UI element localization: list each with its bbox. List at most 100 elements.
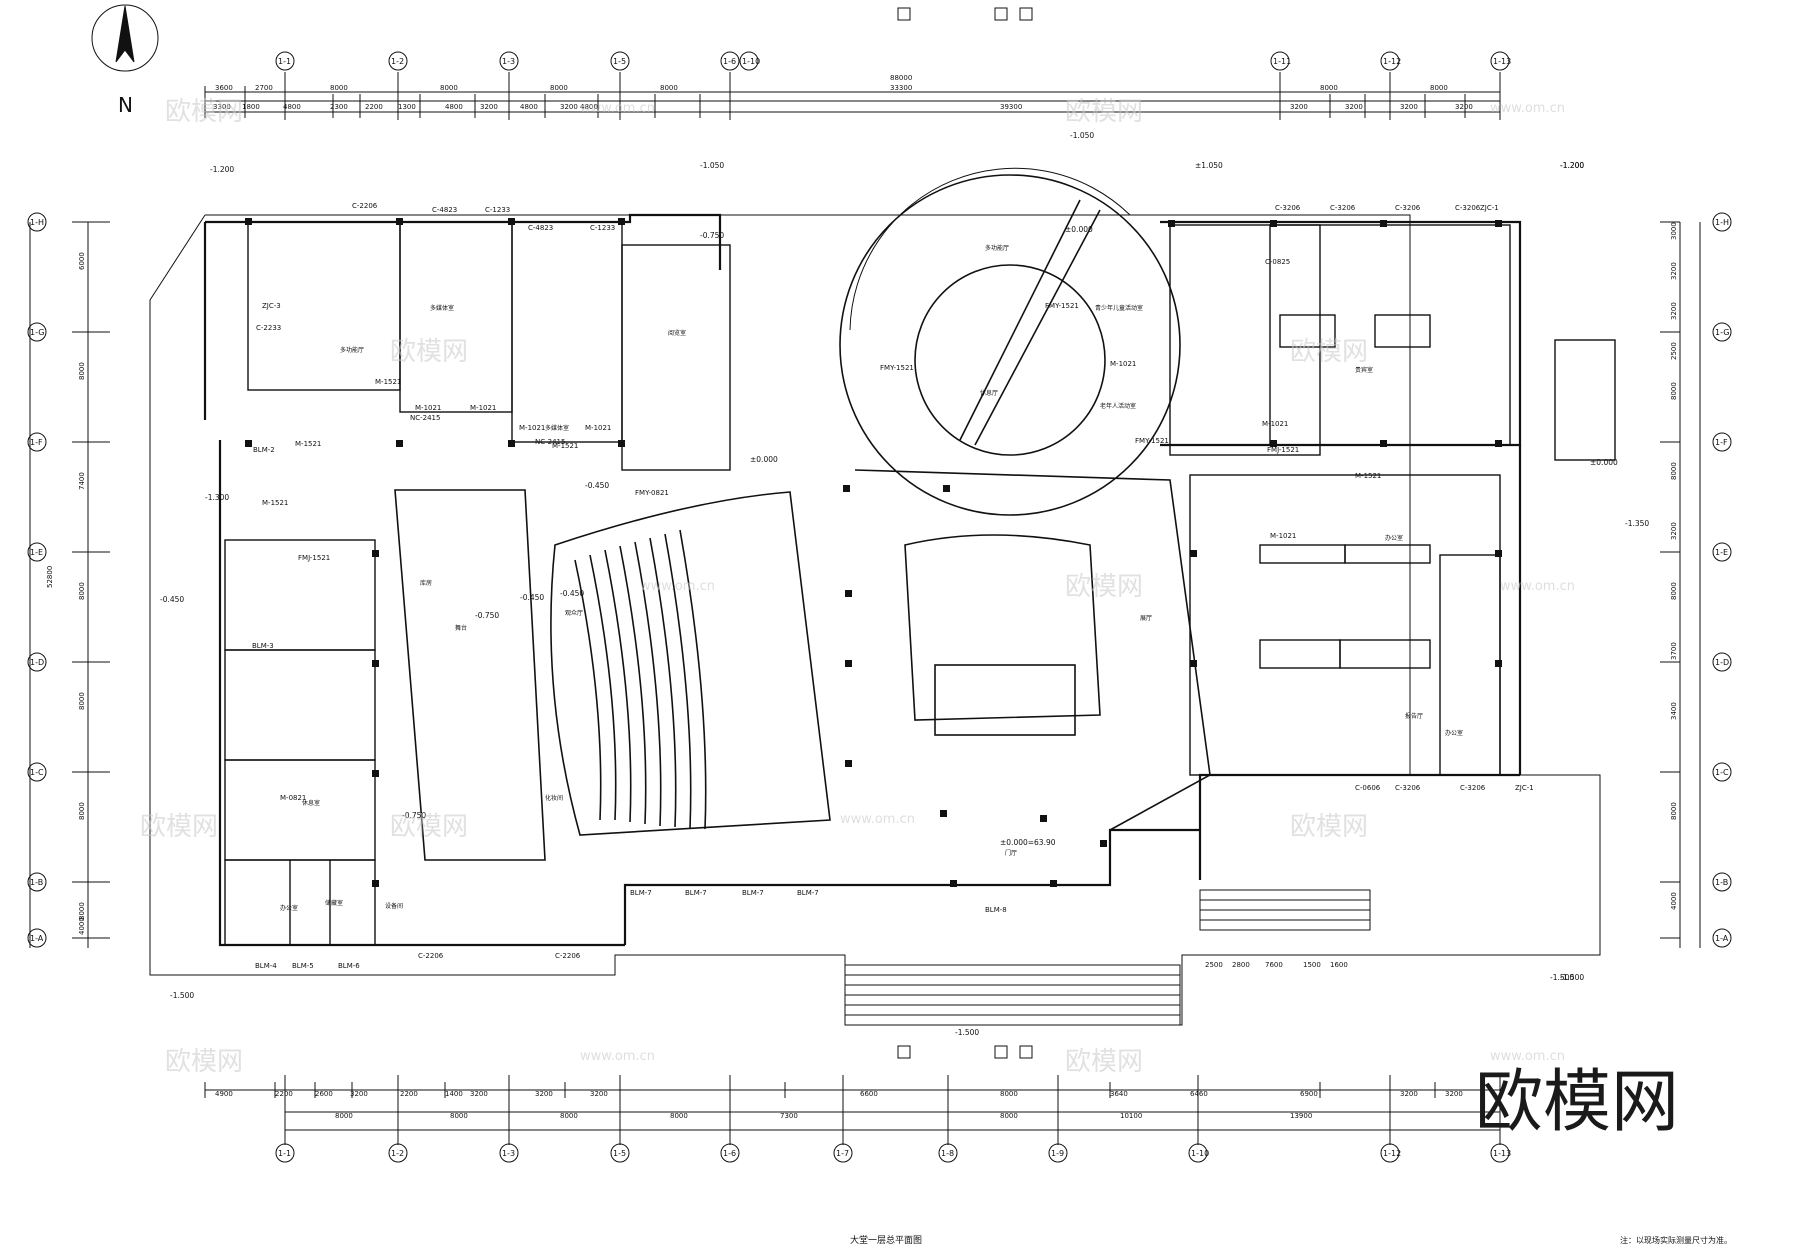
dimension-text: 2500 [1670, 342, 1678, 360]
dimension-text: 8000 [78, 802, 86, 820]
axis-label-left: 1-C [30, 768, 44, 777]
level-mark: -0.450 [560, 589, 584, 598]
watermark-layer: 欧模网 www.om.cn 欧模网 www.om.cn 欧模网 欧模网 欧模网 … [140, 97, 1679, 1142]
dimension-text: 1800 [242, 103, 260, 111]
watermark-url: www.om.cn [1490, 1049, 1565, 1064]
dimension-text: 3600 [215, 84, 233, 92]
total-height-dim: 52800 [46, 566, 54, 588]
door-code: C-3206 [1395, 784, 1421, 792]
room-name: 老年人活动室 [1100, 402, 1136, 410]
top-dimension-lines [204, 72, 1501, 120]
door-code: C-2206 [418, 952, 444, 960]
dimension-text: 2800 [1232, 961, 1250, 969]
level-mark: -0.750 [700, 231, 724, 240]
dimension-text: 8000 [550, 84, 568, 92]
dimension-text: 8000 [1430, 84, 1448, 92]
door-code: NC-2415 [410, 414, 440, 422]
axis-label-right: 1-E [1715, 548, 1728, 557]
watermark-url: www.om.cn [840, 812, 915, 827]
dimension-text: 3640 [1110, 1090, 1128, 1098]
axis-label-bottom: 1-13 [1493, 1149, 1511, 1158]
dimension-text: 3700 [1670, 642, 1678, 660]
axis-label-left: 1-A [30, 934, 44, 943]
watermark-logo: 欧模网 [390, 337, 468, 367]
door-code: M-1021 [1110, 360, 1136, 368]
door-code: C-0825 [1265, 258, 1290, 266]
dimension-text: 6460 [1190, 1090, 1208, 1098]
dimension-text: 3400 [1670, 702, 1678, 720]
axis-label-left: 1-H [30, 218, 44, 227]
door-code: BLM-7 [797, 889, 819, 897]
door-code: BLM-7 [742, 889, 764, 897]
dimension-text: 3000 [1670, 222, 1678, 240]
dimension-text: 39300 [1000, 103, 1022, 111]
dimension-text: 1300 [398, 103, 416, 111]
door-code: C-3206 [1455, 204, 1481, 212]
dimension-text: 7600 [1265, 961, 1283, 969]
dimension-text: 4000 [78, 917, 86, 935]
dimension-text: 2300 [330, 103, 348, 111]
room-name: 青少年儿童活动室 [1095, 304, 1143, 312]
axis-label-top: 1-5 [613, 57, 626, 66]
dimension-text: 4800 [283, 103, 301, 111]
watermark-url: www.om.cn [580, 1049, 655, 1064]
axis-label-left: 1-G [30, 328, 44, 337]
left-wing-rooms [224, 221, 731, 946]
site-boundary [149, 214, 1601, 1026]
axis-label-bottom: 1-5 [613, 1149, 626, 1158]
right-axis-bubbles [1712, 212, 1732, 948]
dimension-text: 3200 [560, 103, 578, 111]
dimension-text: 2200 [400, 1090, 418, 1098]
watermark-logo: 欧模网 [165, 1047, 243, 1077]
axis-label-right: 1-C [1715, 768, 1729, 777]
level-mark: -1.050 [1070, 131, 1094, 140]
auditorium [394, 489, 831, 861]
axis-label-top: 1-11 [1273, 57, 1291, 66]
dimension-text: 8000 [560, 1112, 578, 1120]
door-code: FMY-1521 [880, 364, 914, 372]
axis-label-bottom: 1-7 [836, 1149, 849, 1158]
door-code: M-1521 [1355, 472, 1381, 480]
watermark-logo: 欧模网 [1290, 812, 1368, 842]
dimension-text: 4000 [1670, 892, 1678, 910]
dimension-text: 8000 [330, 84, 348, 92]
watermark-url: www.om.cn [1500, 579, 1575, 594]
room-name: 报告厅 [1405, 712, 1423, 720]
dimension-text: 2500 [1205, 961, 1223, 969]
drawing-note: 注：以现场实际测量尺寸为准。 [1620, 1235, 1732, 1245]
axis-label-right: 1-D [1715, 658, 1729, 667]
axis-label-right: 1-A [1715, 934, 1729, 943]
door-code: M-1021 [1270, 532, 1296, 540]
door-code: BLM-7 [630, 889, 652, 897]
dimension-text: 8000 [670, 1112, 688, 1120]
level-mark: -0.450 [520, 593, 544, 602]
door-code: FMY-0821 [635, 489, 669, 497]
axis-label-right: 1-F [1715, 438, 1728, 447]
door-code: C-4823 [528, 224, 553, 232]
watermark-url: www.om.cn [580, 101, 655, 116]
dimension-text: 33300 [890, 84, 912, 92]
level-mark: ±0.000 [1590, 458, 1618, 467]
dimension-text: 3200 [1400, 1090, 1418, 1098]
door-code: BLM-3 [252, 642, 274, 650]
top-axis-bubbles [275, 51, 1510, 71]
door-code: C-1233 [485, 206, 510, 214]
room-name: 储藏室 [325, 899, 343, 907]
dimension-text: 6000 [78, 252, 86, 270]
door-code: C-4823 [432, 206, 457, 214]
door-code: BLM-4 [255, 962, 277, 970]
dimension-text: 3200 [470, 1090, 488, 1098]
watermark-url: www.om.cn [640, 579, 715, 594]
dimension-text: 8000 [440, 84, 458, 92]
watermark-logo: 欧模网 [165, 97, 243, 127]
axis-label-bottom: 1-6 [723, 1149, 736, 1158]
circular-hall [839, 167, 1181, 516]
room-name: 休息室 [302, 799, 320, 807]
room-name: 多媒体室 [430, 304, 454, 312]
section-markers [897, 7, 1033, 1059]
dimension-text: 2200 [365, 103, 383, 111]
dimension-text: 3200 [1670, 302, 1678, 320]
right-dimension-lines [1660, 221, 1701, 948]
dimension-text: 8000 [1000, 1090, 1018, 1098]
dimension-text: 3200 [1445, 1090, 1463, 1098]
